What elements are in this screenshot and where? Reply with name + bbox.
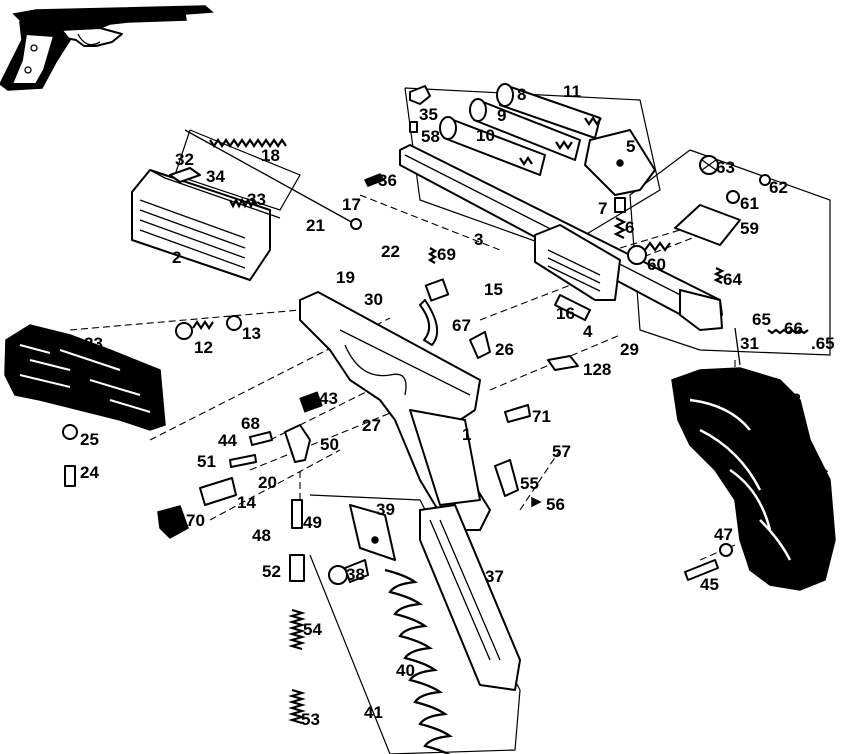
callout-44: 44 <box>218 431 237 450</box>
callout-15: 15 <box>484 280 503 299</box>
callout-57: 57 <box>552 442 571 461</box>
callout-40: 40 <box>396 661 415 680</box>
pistol-thumbnail <box>0 5 214 91</box>
callout-19: 19 <box>336 268 355 287</box>
callout-24: 24 <box>80 463 99 482</box>
callout-9: 9 <box>497 106 506 125</box>
callout-31: 31 <box>740 334 759 353</box>
callout-65: 65 <box>752 310 771 329</box>
callout-33: 33 <box>247 190 266 209</box>
callout-68: 68 <box>241 414 260 433</box>
pistol-frame <box>299 278 491 531</box>
callout-29: 29 <box>620 340 639 359</box>
callout-61: 61 <box>740 194 759 213</box>
assembly-frames <box>174 87 831 754</box>
callout-39: 39 <box>376 500 395 519</box>
callout-64: 64 <box>723 270 742 289</box>
barrel-assembly <box>399 144 723 331</box>
callout-36: 36 <box>378 171 397 190</box>
callout-59: 59 <box>740 219 759 238</box>
callout-22: 22 <box>381 242 400 261</box>
callout-56: 56 <box>546 495 565 514</box>
callout-69: 69 <box>437 245 456 264</box>
callout-5: 5 <box>626 137 635 156</box>
callout-30: 30 <box>364 290 383 309</box>
callout-26: 26 <box>495 340 514 359</box>
callout-34: 34 <box>206 167 225 186</box>
callout-32: 32 <box>175 150 194 169</box>
callout-2: 2 <box>172 248 181 267</box>
callout-41: 41 <box>364 703 383 722</box>
callout-6: 6 <box>625 218 634 237</box>
callout-51: 51 <box>197 452 216 471</box>
callout-62: 62 <box>769 178 788 197</box>
callout-58: 58 <box>421 127 440 146</box>
callout-42: 42 <box>782 390 801 409</box>
recoil-spring-rod <box>184 129 362 230</box>
callout-67: 67 <box>452 316 471 335</box>
rod-group <box>439 83 656 196</box>
callout-60: 60 <box>647 255 666 274</box>
slide-assembly <box>131 167 281 281</box>
callout-70: 70 <box>186 511 205 530</box>
callout-35: 35 <box>419 105 438 124</box>
callout-13: 13 <box>242 324 261 343</box>
callout-20: 20 <box>258 473 277 492</box>
callout-50: 50 <box>320 435 339 454</box>
callout-11: 11 <box>563 82 581 101</box>
callout-47: 47 <box>714 525 733 544</box>
callout-49: 49 <box>303 513 322 532</box>
callout-55: 55 <box>520 474 539 493</box>
callout-52: 52 <box>262 562 281 581</box>
callout-43: 43 <box>319 389 338 408</box>
callout-7: 7 <box>598 199 607 218</box>
callout-54: 54 <box>303 620 322 639</box>
callout-3: 3 <box>474 230 483 249</box>
callout-4: 4 <box>583 322 593 341</box>
callout-128: 128 <box>583 360 611 379</box>
callout-25: 25 <box>80 430 99 449</box>
small-parts-top <box>363 85 627 239</box>
callout-1: 1 <box>462 425 471 444</box>
callout-27: 27 <box>362 416 381 435</box>
callout-16: 16 <box>556 304 575 323</box>
callout-37: 37 <box>485 567 504 586</box>
rear-sight-parts <box>627 155 809 366</box>
left-grip <box>4 324 166 487</box>
callout-38: 38 <box>346 565 365 584</box>
right-grip <box>671 367 836 591</box>
callout-12: 12 <box>194 338 213 357</box>
callout-labels: 1234567891011121314151617181920212223242… <box>80 82 835 729</box>
callout-dot-65: .65 <box>811 334 835 353</box>
callout-23: 23 <box>84 334 103 353</box>
trigger-parts <box>157 247 591 725</box>
callout-63: 63 <box>716 158 735 177</box>
callout-48: 48 <box>252 526 271 545</box>
magazine-assembly <box>328 504 521 754</box>
callout-14: 14 <box>237 493 256 512</box>
callout-10: 10 <box>476 126 495 145</box>
callout-18: 18 <box>261 146 280 165</box>
callout-66: 66 <box>784 319 803 338</box>
callout-46: 46 <box>810 466 829 485</box>
callout-8: 8 <box>517 85 526 104</box>
callout-21: 21 <box>306 216 325 235</box>
callout-71: 71 <box>532 407 551 426</box>
callout-17: 17 <box>342 195 361 214</box>
callout-53: 53 <box>301 710 320 729</box>
callout-45: 45 <box>700 575 719 594</box>
